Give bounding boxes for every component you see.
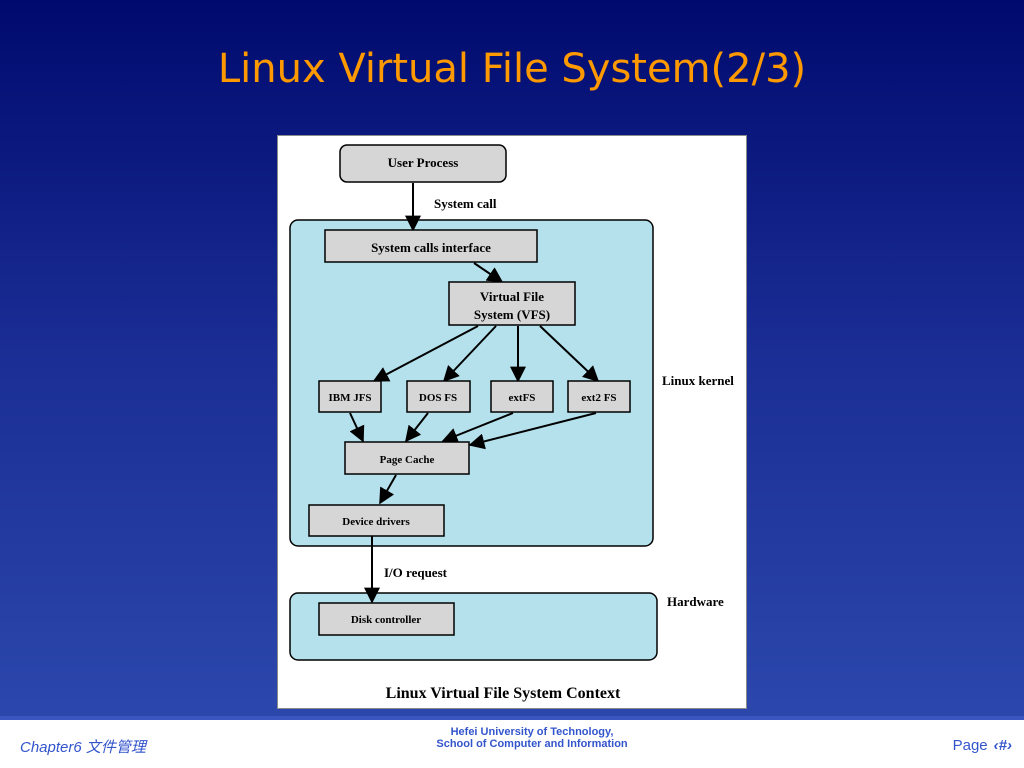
diagram-caption: Linux Virtual File System Context: [386, 685, 621, 702]
edge-pagecache-to-drivers: [379, 474, 397, 505]
device-drivers-label: Device drivers: [342, 516, 410, 528]
page-cache-label: Page Cache: [380, 454, 435, 466]
hardware-label: Hardware: [667, 594, 724, 609]
edge-syscall-to-vfs: [473, 262, 504, 283]
ext2fs-box: [567, 380, 631, 413]
vfs-box: [448, 281, 576, 326]
dos-fs-box: [406, 380, 471, 413]
edge-vfs-to-ext2fs: [539, 325, 600, 383]
extfs-label: extFS: [509, 392, 536, 404]
institution-line-1: Hefei University of Technology,: [450, 726, 614, 738]
device-drivers-box: [308, 504, 445, 537]
ext2fs-label: ext2 FS: [581, 392, 616, 404]
page-label: Page: [952, 737, 988, 754]
dos-fs-label: DOS FS: [419, 392, 457, 404]
ibm-jfs-label: IBM JFS: [328, 392, 371, 404]
extfs-box: [490, 380, 554, 413]
user-process-label: User Process: [388, 155, 459, 170]
syscall-interface-box: [324, 229, 538, 263]
page-cache-box: [344, 441, 470, 475]
linux-kernel-label: Linux kernel: [662, 373, 734, 388]
edge-vfs-to-ibmjfs: [372, 325, 479, 382]
edge-ext2fs-to-pagecache: [468, 412, 597, 450]
footer-chapter: Chapter6 文件管理: [20, 739, 146, 756]
footer-divider: [0, 716, 1024, 720]
vfs-label-line2: System (VFS): [474, 307, 550, 322]
edge-vfs-to-dosfs: [442, 325, 497, 383]
slide-title: Linux Virtual File System(2/3): [217, 46, 807, 92]
io-request-label: I/O request: [384, 565, 448, 580]
disk-controller-label: Disk controller: [351, 614, 421, 626]
user-process-box: [339, 144, 507, 183]
footer-page: Page ‹#›: [953, 737, 1012, 754]
syscall-interface-label: System calls interface: [371, 240, 491, 255]
vfs-label-line1: Virtual File: [480, 289, 544, 304]
page-number: ‹#›: [993, 737, 1012, 754]
system-call-label: System call: [434, 196, 497, 211]
edge-dosfs-to-pagecache: [405, 412, 429, 443]
edge-ibmjfs-to-pagecache: [349, 412, 365, 443]
disk-controller-box: [318, 602, 455, 636]
slide-footer: Chapter6 文件管理 Hefei University of Techno…: [0, 716, 1024, 768]
vfs-diagram: User Process System calls interface Virt…: [277, 135, 747, 709]
footer-institution: Hefei University of Technology, School o…: [382, 726, 682, 750]
edge-extfs-to-pagecache: [441, 412, 514, 444]
ibm-jfs-box: [318, 380, 382, 413]
institution-line-2: School of Computer and Information: [436, 738, 628, 750]
